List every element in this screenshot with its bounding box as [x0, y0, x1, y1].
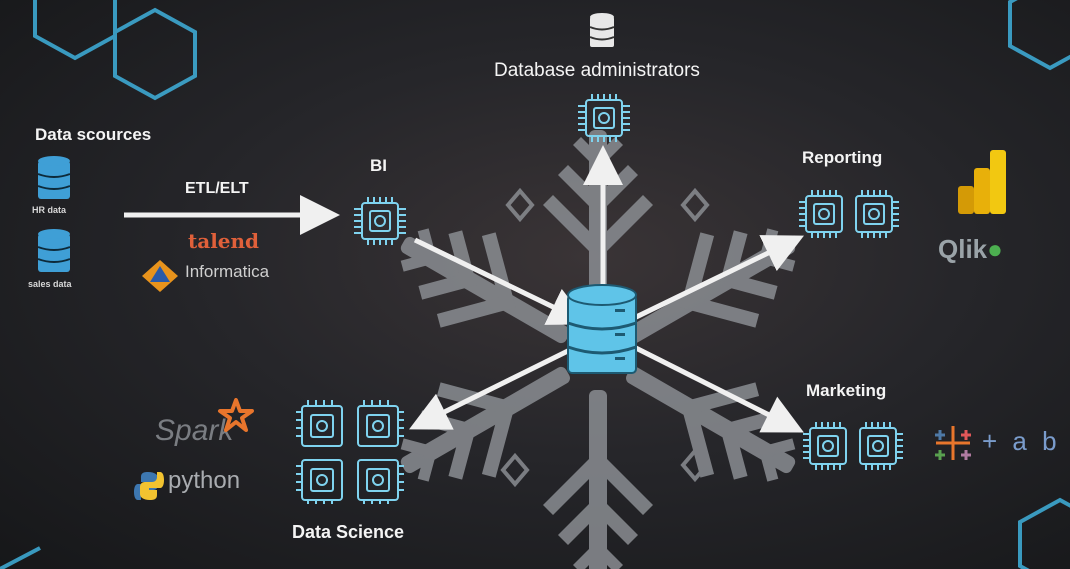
data-science-label: Data Science: [292, 522, 405, 542]
reporting-chips-icon: [799, 190, 899, 238]
talend-logo: talend: [188, 229, 260, 253]
tableau-logo: + a b l: [982, 426, 1070, 456]
qlik-logo: Qlik●: [938, 234, 1003, 264]
marketing-label: Marketing: [806, 381, 887, 400]
source-label-hr: HR data: [32, 205, 67, 215]
tableau-icon: [935, 426, 971, 460]
database-icon: [37, 229, 71, 272]
informatica-icon: [142, 260, 178, 292]
hub-to-data-science-arrow: [409, 342, 582, 430]
hub-to-marketing-arrow: [628, 342, 804, 433]
bi-label: BI: [370, 156, 387, 175]
etl-label: ETL/ELT: [185, 180, 249, 197]
hub-database-icon: [567, 284, 637, 374]
python-logo: python: [168, 467, 241, 494]
power-bi-icon: [958, 150, 1006, 214]
marketing-chips-icon: [803, 422, 903, 470]
bi-to-hub-arrow: [413, 237, 589, 325]
dba-chip-icon: [578, 94, 630, 142]
sources-title: Data scources: [35, 125, 152, 144]
source-label-sales: sales data: [28, 279, 72, 289]
reporting-label: Reporting: [802, 148, 883, 167]
bi-chip-icon: [354, 197, 406, 245]
dba-database-icon: [589, 13, 615, 47]
dba-label: Database administrators: [494, 60, 700, 81]
database-icon: [37, 156, 71, 199]
spark-logo: Spark: [155, 414, 234, 447]
spark-star-icon: [218, 398, 254, 432]
hub-to-reporting-arrow: [628, 235, 804, 323]
informatica-logo: Informatica: [185, 262, 270, 281]
data-science-chips-icon: [296, 400, 404, 504]
python-icon: [134, 472, 164, 500]
